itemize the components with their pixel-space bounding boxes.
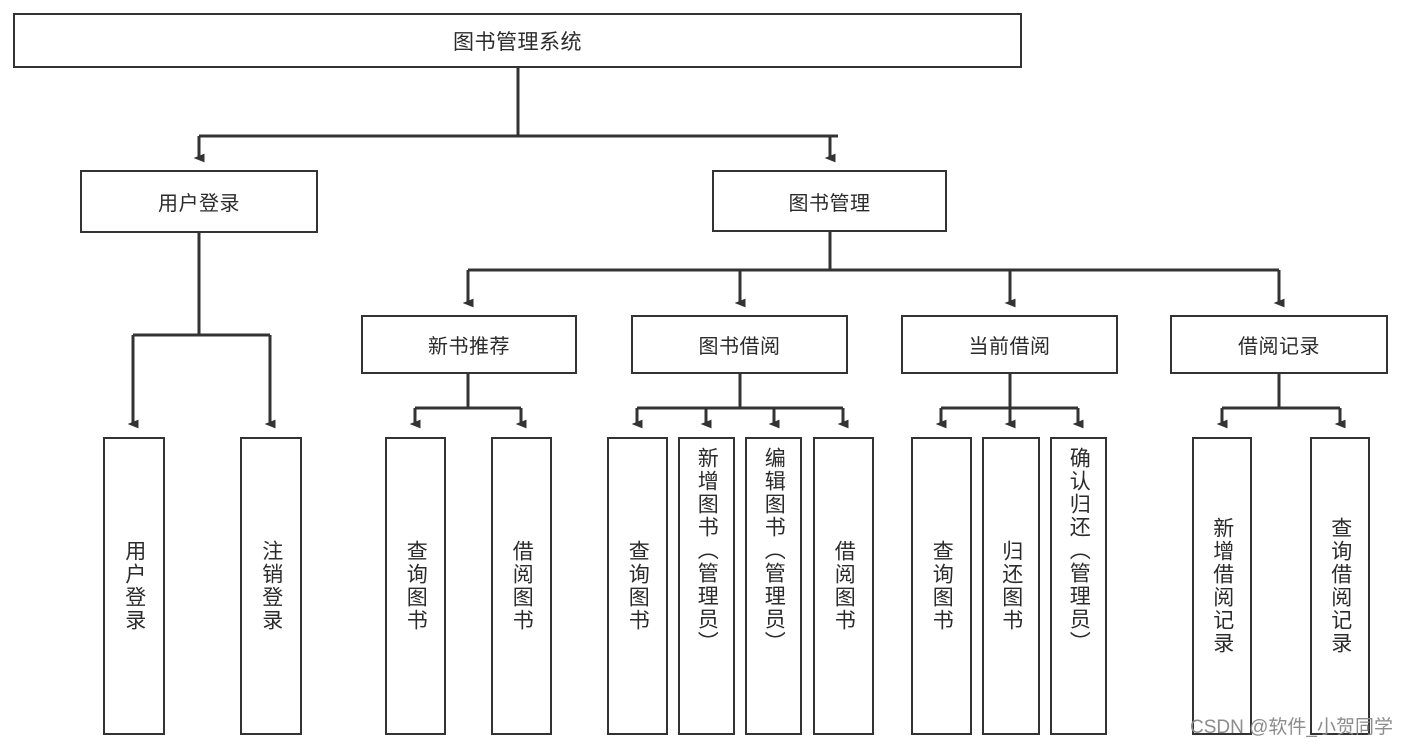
node-leaf-query-book-2[interactable]: 查询图书 xyxy=(607,437,668,735)
node-book-borrow[interactable]: 图书借阅 xyxy=(631,315,848,374)
node-current-borrow-label: 当前借阅 xyxy=(968,336,1051,358)
node-leaf-confirm-return[interactable]: 确认归还（管理员） xyxy=(1050,437,1107,735)
node-leaf-borrow-book-2[interactable]: 借阅图书 xyxy=(813,437,874,735)
node-leaf-query-book-3-label: 查询图书 xyxy=(930,540,954,632)
node-leaf-return-book-label: 归还图书 xyxy=(999,540,1023,632)
node-leaf-query-book-1-label: 查询图书 xyxy=(404,540,428,632)
node-leaf-borrow-book-2-label: 借阅图书 xyxy=(832,540,856,632)
node-root-label: 图书管理系统 xyxy=(453,30,582,54)
node-new-book-recommend[interactable]: 新书推荐 xyxy=(361,315,577,374)
node-leaf-logout[interactable]: 注销登录 xyxy=(240,437,302,735)
csdn-watermark: CSDN @软件_小贺同学 xyxy=(1190,717,1393,738)
node-leaf-query-record-label: 查询借阅记录 xyxy=(1328,517,1352,655)
node-leaf-query-book-2-label: 查询图书 xyxy=(626,540,650,632)
node-leaf-borrow-book-1[interactable]: 借阅图书 xyxy=(491,437,552,735)
node-leaf-add-book-label: 新增图书（管理员） xyxy=(695,447,719,654)
node-leaf-user-login[interactable]: 用户登录 xyxy=(103,437,165,735)
node-borrow-record[interactable]: 借阅记录 xyxy=(1170,315,1388,374)
node-leaf-query-book-3[interactable]: 查询图书 xyxy=(911,437,972,735)
node-leaf-query-record[interactable]: 查询借阅记录 xyxy=(1310,437,1370,735)
node-leaf-edit-book[interactable]: 编辑图书（管理员） xyxy=(745,437,802,735)
node-leaf-edit-book-label: 编辑图书（管理员） xyxy=(762,447,786,654)
node-leaf-query-book-1[interactable]: 查询图书 xyxy=(385,437,446,735)
node-leaf-logout-label: 注销登录 xyxy=(259,540,283,632)
node-leaf-confirm-return-label: 确认归还（管理员） xyxy=(1067,447,1091,654)
node-leaf-add-book[interactable]: 新增图书（管理员） xyxy=(678,437,735,735)
node-book-manage-label: 图书管理 xyxy=(788,192,871,215)
node-leaf-user-login-label: 用户登录 xyxy=(122,540,146,632)
node-leaf-return-book[interactable]: 归还图书 xyxy=(982,437,1040,735)
node-borrow-record-label: 借阅记录 xyxy=(1238,336,1320,358)
node-leaf-add-record-label: 新增借阅记录 xyxy=(1210,517,1234,655)
node-user-login-label: 用户登录 xyxy=(158,193,240,215)
node-leaf-add-record[interactable]: 新增借阅记录 xyxy=(1192,437,1252,735)
node-leaf-borrow-book-1-label: 借阅图书 xyxy=(510,540,534,632)
node-root[interactable]: 图书管理系统 xyxy=(13,13,1022,68)
node-book-borrow-label: 图书借阅 xyxy=(698,336,781,358)
node-new-book-recommend-label: 新书推荐 xyxy=(428,336,510,358)
node-book-manage[interactable]: 图书管理 xyxy=(712,170,947,232)
node-user-login[interactable]: 用户登录 xyxy=(80,170,318,233)
node-current-borrow[interactable]: 当前借阅 xyxy=(901,315,1118,374)
